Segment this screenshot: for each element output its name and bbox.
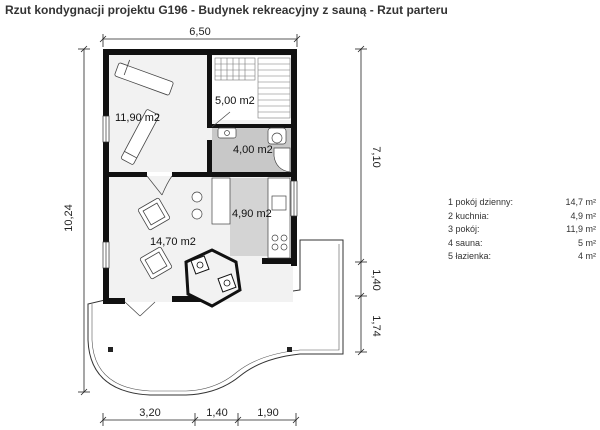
legend-value: 5 m² bbox=[578, 237, 596, 248]
legend-label: 2 kuchnia: bbox=[448, 210, 490, 221]
legend-value: 14,7 m² bbox=[565, 197, 596, 207]
legend-label: 4 sauna: bbox=[448, 237, 483, 248]
windows bbox=[102, 115, 298, 269]
legend-label: 5 łazienka: bbox=[448, 251, 492, 262]
dimension-top bbox=[99, 34, 301, 47]
dimension-right-lower-label: 1,74 bbox=[370, 315, 382, 336]
dimension-right bbox=[355, 45, 367, 356]
dimension-right-upper-label: 7,10 bbox=[370, 146, 382, 167]
legend-label: 1 pokój dzienny: bbox=[448, 197, 514, 207]
legend-value: 4,9 m² bbox=[570, 210, 596, 221]
terrace-post bbox=[287, 347, 292, 352]
room-area-kitchen: 4,90 m2 bbox=[232, 208, 272, 220]
dimension-bottom-middle-label: 1,40 bbox=[206, 407, 227, 419]
dimension-left bbox=[78, 45, 90, 396]
doors bbox=[124, 111, 231, 317]
walls bbox=[103, 49, 297, 304]
dimension-right-middle-label: 1,40 bbox=[370, 269, 382, 290]
legend-value: 4 m² bbox=[578, 251, 596, 262]
kitchen-counters bbox=[211, 177, 291, 259]
bathroom-fixtures bbox=[217, 127, 291, 173]
lounger-icon bbox=[114, 59, 174, 165]
sauna-benches bbox=[214, 57, 291, 119]
legend-row: 2 kuchnia: 4,9 m² bbox=[448, 210, 596, 224]
armchair-icon bbox=[137, 197, 173, 280]
bar-stools bbox=[191, 191, 203, 220]
room-area-room: 11,90 m2 bbox=[115, 112, 160, 124]
legend-row: 1 pokój dzienny: 14,7 m² bbox=[448, 196, 596, 210]
room-area-sauna: 5,00 m2 bbox=[215, 95, 255, 107]
legend-row: 3 pokój: 11,9 m² bbox=[448, 223, 596, 237]
dimension-bottom bbox=[99, 413, 300, 426]
dimension-bottom-left-label: 3,20 bbox=[139, 407, 160, 419]
fireplace bbox=[184, 248, 242, 308]
terrace-outline bbox=[87, 239, 344, 396]
drawing-title: Rzut kondygnacji projektu G196 - Budynek… bbox=[5, 3, 448, 17]
room-area-living: 14,70 m2 bbox=[150, 236, 196, 248]
legend-row: 4 sauna: 5 m² bbox=[448, 237, 596, 251]
terrace-post bbox=[108, 347, 113, 352]
terrace-edge-line bbox=[91, 244, 340, 392]
dimension-left-label: 10,24 bbox=[63, 204, 75, 232]
kitchen-floor bbox=[230, 178, 268, 256]
room-area-bathroom: 4,00 m2 bbox=[233, 144, 273, 156]
legend-label: 3 pokój: bbox=[448, 224, 480, 235]
dimension-top-label: 6,50 bbox=[189, 26, 210, 38]
dimension-bottom-right-label: 1,90 bbox=[257, 407, 278, 419]
legend-row: 5 łazienka: 4 m² bbox=[448, 250, 596, 264]
legend-value: 11,9 m² bbox=[566, 224, 596, 235]
area-legend: 1 pokój dzienny: 14,7 m² 2 kuchnia: 4,9 … bbox=[448, 196, 596, 264]
